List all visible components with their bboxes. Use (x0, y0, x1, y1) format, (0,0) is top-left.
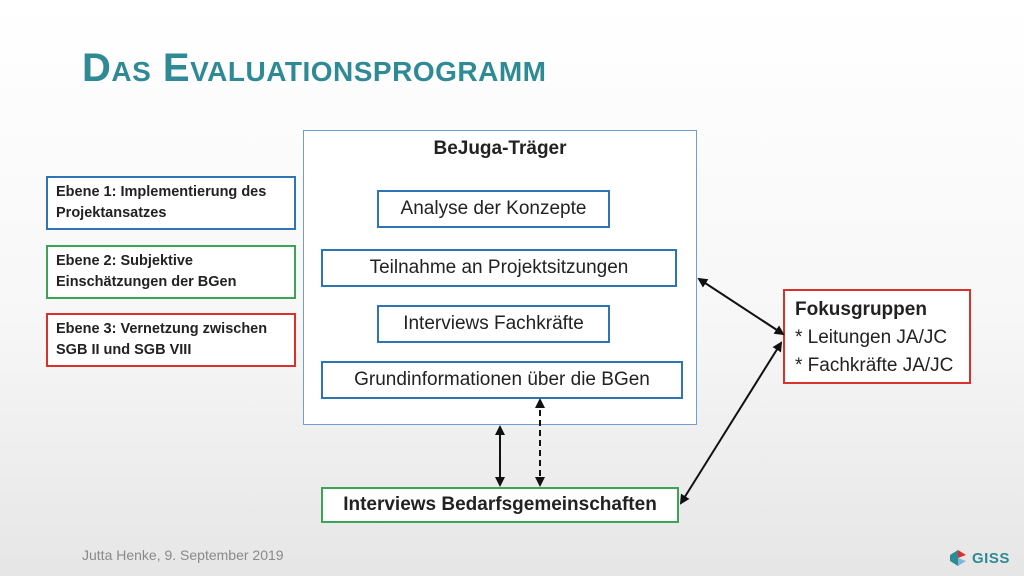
grundinformationen-box: Grundinformationen über die BGen (321, 361, 683, 399)
level-3-box: Ebene 3: Vernetzung zwischen SGB II und … (46, 313, 296, 367)
slide-title: Das Evaluationsprogramm (82, 46, 547, 90)
fokusgruppen-title: Fokusgruppen (795, 299, 927, 320)
interviews-bedarfsgemeinschaften-box: Interviews Bedarfsgemeinschaften (321, 487, 679, 523)
projektsitzungen-box: Teilnahme an Projektsitzungen (321, 249, 677, 287)
giss-logo-text: GISS (972, 549, 1010, 567)
giss-logo: GISS (948, 549, 1010, 567)
fokusgruppen-item-fachkraefte: * Fachkräfte JA/JC (795, 355, 954, 376)
fokusgruppen-box: Fokusgruppen * Leitungen JA/JC * Fachkrä… (783, 289, 971, 384)
analyse-konzepte-box: Analyse der Konzepte (377, 190, 610, 228)
level-1-box: Ebene 1: Implementierung des Projektansa… (46, 176, 296, 230)
arrow-frame-to-fokusgruppen (697, 277, 785, 336)
interviews-fachkraefte-box: Interviews Fachkräfte (377, 305, 610, 343)
giss-logo-icon (950, 550, 966, 566)
footer-author-date: Jutta Henke, 9. September 2019 (82, 547, 284, 563)
bejuga-traeger-title: BeJuga-Träger (433, 138, 567, 159)
fokusgruppen-item-leitungen: * Leitungen JA/JC (795, 327, 948, 348)
level-2-box: Ebene 2: Subjektive Einschätzungen der B… (46, 245, 296, 299)
